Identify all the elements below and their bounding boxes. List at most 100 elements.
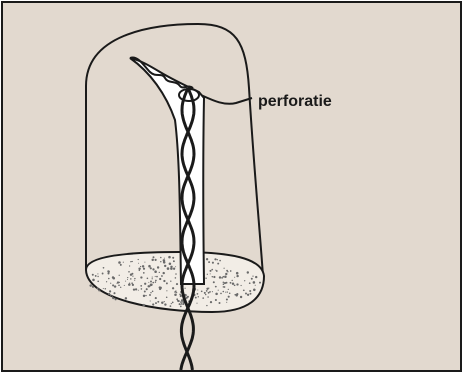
speckle-dot bbox=[197, 293, 199, 295]
speckle-dot bbox=[150, 284, 152, 286]
speckle-dot bbox=[234, 277, 235, 278]
speckle-dot bbox=[160, 261, 161, 262]
speckle-dot bbox=[117, 283, 118, 284]
speckle-dot bbox=[223, 286, 225, 288]
speckle-dot bbox=[224, 276, 227, 279]
speckle-dot bbox=[103, 288, 104, 289]
speckle-dot bbox=[184, 288, 185, 289]
speckle-dot bbox=[173, 268, 175, 270]
speckle-dot bbox=[171, 303, 172, 304]
speckle-dot bbox=[240, 285, 241, 286]
speckle-dot bbox=[172, 302, 174, 304]
speckle-dot bbox=[152, 282, 153, 283]
speckle-dot bbox=[98, 289, 100, 291]
speckle-dot bbox=[120, 287, 121, 288]
speckle-dot bbox=[166, 290, 167, 291]
speckle-dot bbox=[103, 267, 105, 269]
speckle-dot bbox=[180, 295, 182, 297]
speckle-dot bbox=[128, 283, 131, 286]
speckle-dot bbox=[134, 278, 135, 279]
speckle-dot bbox=[223, 281, 225, 283]
speckle-dot bbox=[138, 290, 139, 291]
speckle-dot bbox=[133, 288, 135, 290]
speckle-dot bbox=[172, 287, 174, 289]
speckle-dot bbox=[226, 298, 228, 300]
speckle-dot bbox=[249, 290, 251, 292]
speckle-dot bbox=[252, 275, 253, 276]
speckle-dot bbox=[92, 279, 95, 282]
speckle-dot bbox=[204, 292, 206, 294]
speckle-dot bbox=[159, 288, 161, 290]
speckle-dot bbox=[110, 283, 111, 284]
speckle-dot bbox=[113, 292, 115, 294]
speckle-dot bbox=[159, 278, 161, 280]
speckle-dot bbox=[145, 295, 146, 296]
speckle-dot bbox=[157, 301, 159, 303]
speckle-dot bbox=[197, 290, 198, 291]
speckle-dot bbox=[156, 276, 158, 278]
speckle-dot bbox=[187, 296, 189, 298]
speckle-dot bbox=[127, 277, 128, 278]
speckle-dot bbox=[217, 263, 219, 265]
speckle-dot bbox=[143, 295, 145, 297]
speckle-dot bbox=[178, 300, 180, 302]
speckle-dot bbox=[125, 297, 127, 299]
speckle-dot bbox=[226, 302, 227, 303]
speckle-dot bbox=[176, 292, 177, 293]
speckle-dot bbox=[236, 283, 238, 285]
speckle-dot bbox=[149, 285, 151, 287]
speckle-dot bbox=[138, 268, 140, 270]
speckle-dot bbox=[162, 276, 163, 277]
speckle-dot bbox=[157, 266, 159, 268]
speckle-dot bbox=[110, 295, 112, 297]
speckle-dot bbox=[180, 306, 182, 308]
speckle-dot bbox=[95, 275, 97, 277]
speckle-dot bbox=[106, 281, 107, 282]
speckle-dot bbox=[207, 296, 209, 298]
speckle-dot bbox=[249, 282, 251, 284]
speckle-dot bbox=[128, 271, 130, 273]
speckle-dot bbox=[175, 266, 176, 267]
speckle-dot bbox=[255, 285, 256, 286]
speckle-dot bbox=[92, 274, 94, 276]
figure-frame bbox=[2, 2, 461, 371]
speckle-dot bbox=[132, 284, 134, 286]
speckle-dot bbox=[119, 275, 120, 276]
speckle-dot bbox=[253, 289, 256, 292]
speckle-dot bbox=[170, 281, 171, 282]
speckle-dot bbox=[179, 293, 181, 295]
speckle-dot bbox=[179, 303, 181, 305]
speckle-dot bbox=[227, 291, 228, 292]
speckle-dot bbox=[148, 282, 149, 283]
speckle-dot bbox=[152, 278, 153, 279]
speckle-dot bbox=[205, 294, 206, 295]
speckle-dot bbox=[225, 273, 227, 275]
speckle-dot bbox=[207, 274, 208, 275]
speckle-dot bbox=[155, 302, 157, 304]
speckle-dot bbox=[201, 290, 203, 292]
speckle-dot bbox=[112, 276, 114, 278]
speckle-dot bbox=[255, 276, 257, 278]
speckle-dot bbox=[132, 275, 133, 276]
speckle-dot bbox=[118, 261, 121, 264]
speckle-dot bbox=[152, 277, 153, 278]
speckle-dot bbox=[163, 259, 166, 262]
speckle-dot bbox=[198, 296, 199, 297]
speckle-dot bbox=[236, 272, 239, 275]
speckle-dot bbox=[221, 277, 223, 279]
speckle-dot bbox=[102, 273, 104, 275]
speckle-dot bbox=[174, 293, 177, 296]
speckle-dot bbox=[206, 288, 208, 290]
speckle-dot bbox=[175, 273, 177, 275]
speckle-dot bbox=[219, 260, 221, 262]
speckle-dot bbox=[155, 297, 157, 299]
speckle-dot bbox=[150, 281, 152, 283]
speckle-dot bbox=[220, 293, 222, 295]
speckle-dot bbox=[89, 284, 91, 286]
speckle-dot bbox=[234, 284, 236, 286]
speckle-dot bbox=[195, 297, 197, 299]
speckle-dot bbox=[167, 267, 170, 270]
speckle-dot bbox=[150, 300, 151, 301]
speckle-dot bbox=[228, 289, 229, 290]
speckle-dot bbox=[168, 256, 171, 259]
